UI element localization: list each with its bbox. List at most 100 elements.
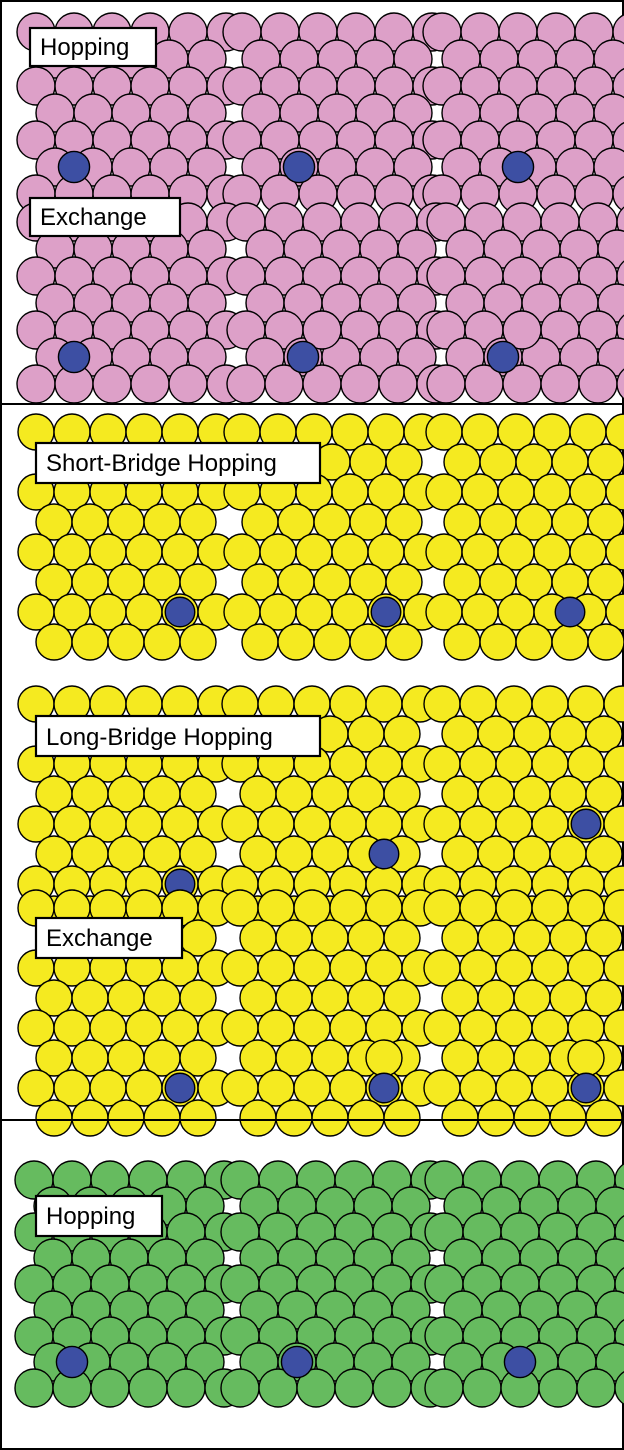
surface-atom: [479, 623, 517, 661]
surface-atom: [603, 685, 624, 723]
surface-atom: [462, 1368, 502, 1408]
adatom: [368, 838, 400, 870]
yellow-exchange-frame-2: [221, 889, 439, 1137]
surface-atom: [551, 623, 589, 661]
surface-atom: [383, 979, 421, 1017]
surface-atom: [107, 1099, 145, 1137]
surface-atom: [179, 979, 217, 1017]
displaced-atom: [567, 1039, 605, 1077]
surface-atom: [612, 175, 624, 213]
surface-atom: [179, 563, 217, 601]
adatom: [55, 1345, 89, 1379]
surface-atom: [426, 364, 466, 404]
surface-atom: [239, 1099, 277, 1137]
label-hopping-green: Hopping: [34, 1194, 164, 1238]
surface-atom: [277, 623, 315, 661]
label-hopping-pink: Hopping: [28, 26, 158, 68]
surface-atom: [576, 1368, 616, 1408]
surface-atom: [179, 775, 217, 813]
pink-exchange-frame-3: [426, 202, 624, 404]
adatom: [164, 596, 196, 628]
surface-atom: [614, 1371, 624, 1405]
displaced-atom: [302, 310, 342, 350]
pink-hopping-frame-2: [222, 12, 452, 214]
svg-text:Short-Bridge Hopping: Short-Bridge Hopping: [46, 450, 277, 477]
surface-atom: [71, 1099, 109, 1137]
surface-atom: [587, 623, 624, 661]
surface-atom: [424, 1368, 464, 1408]
surface-atom: [385, 503, 423, 541]
label-exchange-pink: Exchange: [28, 196, 182, 238]
surface-atom: [334, 1368, 374, 1408]
surface-atom: [383, 1099, 421, 1137]
surface-atom: [383, 715, 421, 753]
green-hopping-frame-2: [220, 1160, 450, 1408]
surface-atom: [385, 563, 423, 601]
green-hopping-frame-3: [424, 1160, 624, 1408]
surface-atom: [241, 623, 279, 661]
surface-atom: [538, 1368, 578, 1408]
surface-atom: [616, 206, 624, 238]
surface-atom: [603, 949, 624, 987]
surface-atom: [585, 979, 623, 1017]
surface-atom: [179, 835, 217, 873]
surface-atom: [477, 1099, 515, 1137]
surface-atom: [378, 364, 418, 404]
yellow-short-frame-3: [425, 413, 624, 661]
surface-atom: [441, 1099, 479, 1137]
surface-atom: [220, 1368, 260, 1408]
surface-atom: [383, 919, 421, 957]
surface-atom: [515, 623, 553, 661]
surface-atom: [187, 147, 227, 187]
svg-text:Hopping: Hopping: [46, 1203, 135, 1230]
svg-text:Exchange: Exchange: [46, 925, 153, 952]
adatom: [486, 340, 520, 374]
adatom: [370, 596, 402, 628]
surface-atom: [130, 364, 170, 404]
surface-atom: [372, 1368, 412, 1408]
surface-atom: [179, 1039, 217, 1077]
surface-atom: [397, 229, 437, 269]
surface-atom: [585, 919, 623, 957]
surface-atom: [397, 283, 437, 323]
surface-atom: [585, 1099, 623, 1137]
surface-atom: [397, 337, 437, 377]
surface-atom: [616, 314, 624, 346]
displaced-atom: [365, 1039, 403, 1077]
surface-atom: [585, 715, 623, 753]
yellow-exchange-frame-3: [423, 889, 624, 1137]
surface-atom: [128, 1368, 168, 1408]
adatom: [503, 1345, 537, 1379]
surface-atom: [616, 260, 624, 292]
adatom: [280, 1345, 314, 1379]
surface-atom: [107, 623, 145, 661]
surface-atom: [168, 364, 208, 404]
surface-atom: [605, 413, 624, 451]
surface-atom: [71, 623, 109, 661]
surface-atom: [603, 805, 624, 843]
adatom: [368, 1072, 400, 1104]
surface-atom: [605, 533, 624, 571]
surface-atom: [393, 39, 433, 79]
surface-atom: [603, 889, 624, 927]
surface-atom: [587, 503, 624, 541]
adatom: [57, 150, 91, 184]
surface-atom: [603, 1069, 624, 1107]
surface-atom: [340, 364, 380, 404]
label-short-bridge-hopping: Short-Bridge Hopping: [34, 441, 322, 485]
surface-atom: [226, 364, 266, 404]
surface-atom: [385, 623, 423, 661]
svg-text:Long-Bridge Hopping: Long-Bridge Hopping: [46, 724, 273, 751]
surface-atom: [385, 443, 423, 481]
surface-atom: [349, 623, 387, 661]
svg-text:Exchange: Exchange: [40, 204, 147, 231]
surface-atom: [585, 775, 623, 813]
surface-atom: [549, 1099, 587, 1137]
surface-atom: [187, 39, 227, 79]
surface-atom: [513, 1099, 551, 1137]
surface-atom: [605, 593, 624, 631]
surface-atom: [585, 835, 623, 873]
surface-atom: [187, 93, 227, 133]
